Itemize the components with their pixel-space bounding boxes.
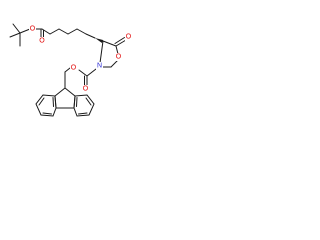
double-bond bbox=[76, 97, 78, 107]
atom-label-oxygen: O bbox=[71, 65, 77, 72]
bond bbox=[19, 28, 31, 34]
atom-label-oxygen: O bbox=[83, 86, 89, 93]
tert-butyl-group bbox=[9, 23, 31, 47]
left-benzene-ring bbox=[35, 94, 57, 117]
bond bbox=[12, 23, 21, 34]
bond bbox=[86, 68, 97, 77]
bond bbox=[58, 28, 69, 35]
double-bond bbox=[52, 97, 54, 107]
bond bbox=[54, 87, 66, 97]
bond bbox=[78, 69, 88, 77]
atom-label-oxygen: O bbox=[126, 34, 132, 41]
bond bbox=[76, 28, 87, 35]
double-bond bbox=[85, 97, 92, 106]
atom-label-oxygen: O bbox=[116, 54, 122, 61]
double-bond bbox=[78, 112, 88, 115]
bond bbox=[9, 32, 21, 38]
bond bbox=[85, 33, 96, 39]
alkyl-chain bbox=[49, 28, 96, 39]
oxazolidinone-ring bbox=[99, 37, 127, 68]
bond bbox=[64, 67, 71, 73]
atom-label-nitrogen: N bbox=[97, 63, 102, 70]
bond bbox=[102, 40, 117, 47]
bond bbox=[49, 28, 60, 35]
bond bbox=[67, 28, 78, 35]
bond bbox=[115, 45, 119, 55]
right-benzene-ring bbox=[73, 94, 95, 117]
atom-label-oxygen: O bbox=[39, 38, 45, 45]
stereo-wedge-bond bbox=[95, 38, 103, 43]
bond bbox=[110, 59, 119, 68]
bond bbox=[99, 40, 104, 64]
double-bond bbox=[115, 39, 127, 47]
double-bond bbox=[42, 112, 52, 115]
bond bbox=[64, 87, 76, 97]
double-bond bbox=[38, 97, 45, 106]
fmoc-carbamate bbox=[64, 67, 97, 89]
atom-label-oxygen: O bbox=[30, 26, 36, 33]
chemical-structure-diagram: O O O O N O O bbox=[9, 23, 132, 117]
double-bond bbox=[114, 37, 125, 44]
atom-labels: O O O O N O O bbox=[29, 25, 132, 93]
fluorenyl-group bbox=[35, 87, 95, 117]
structure-canvas: O O O O N O O bbox=[0, 0, 152, 152]
tert-butyl-ester bbox=[34, 28, 51, 38]
